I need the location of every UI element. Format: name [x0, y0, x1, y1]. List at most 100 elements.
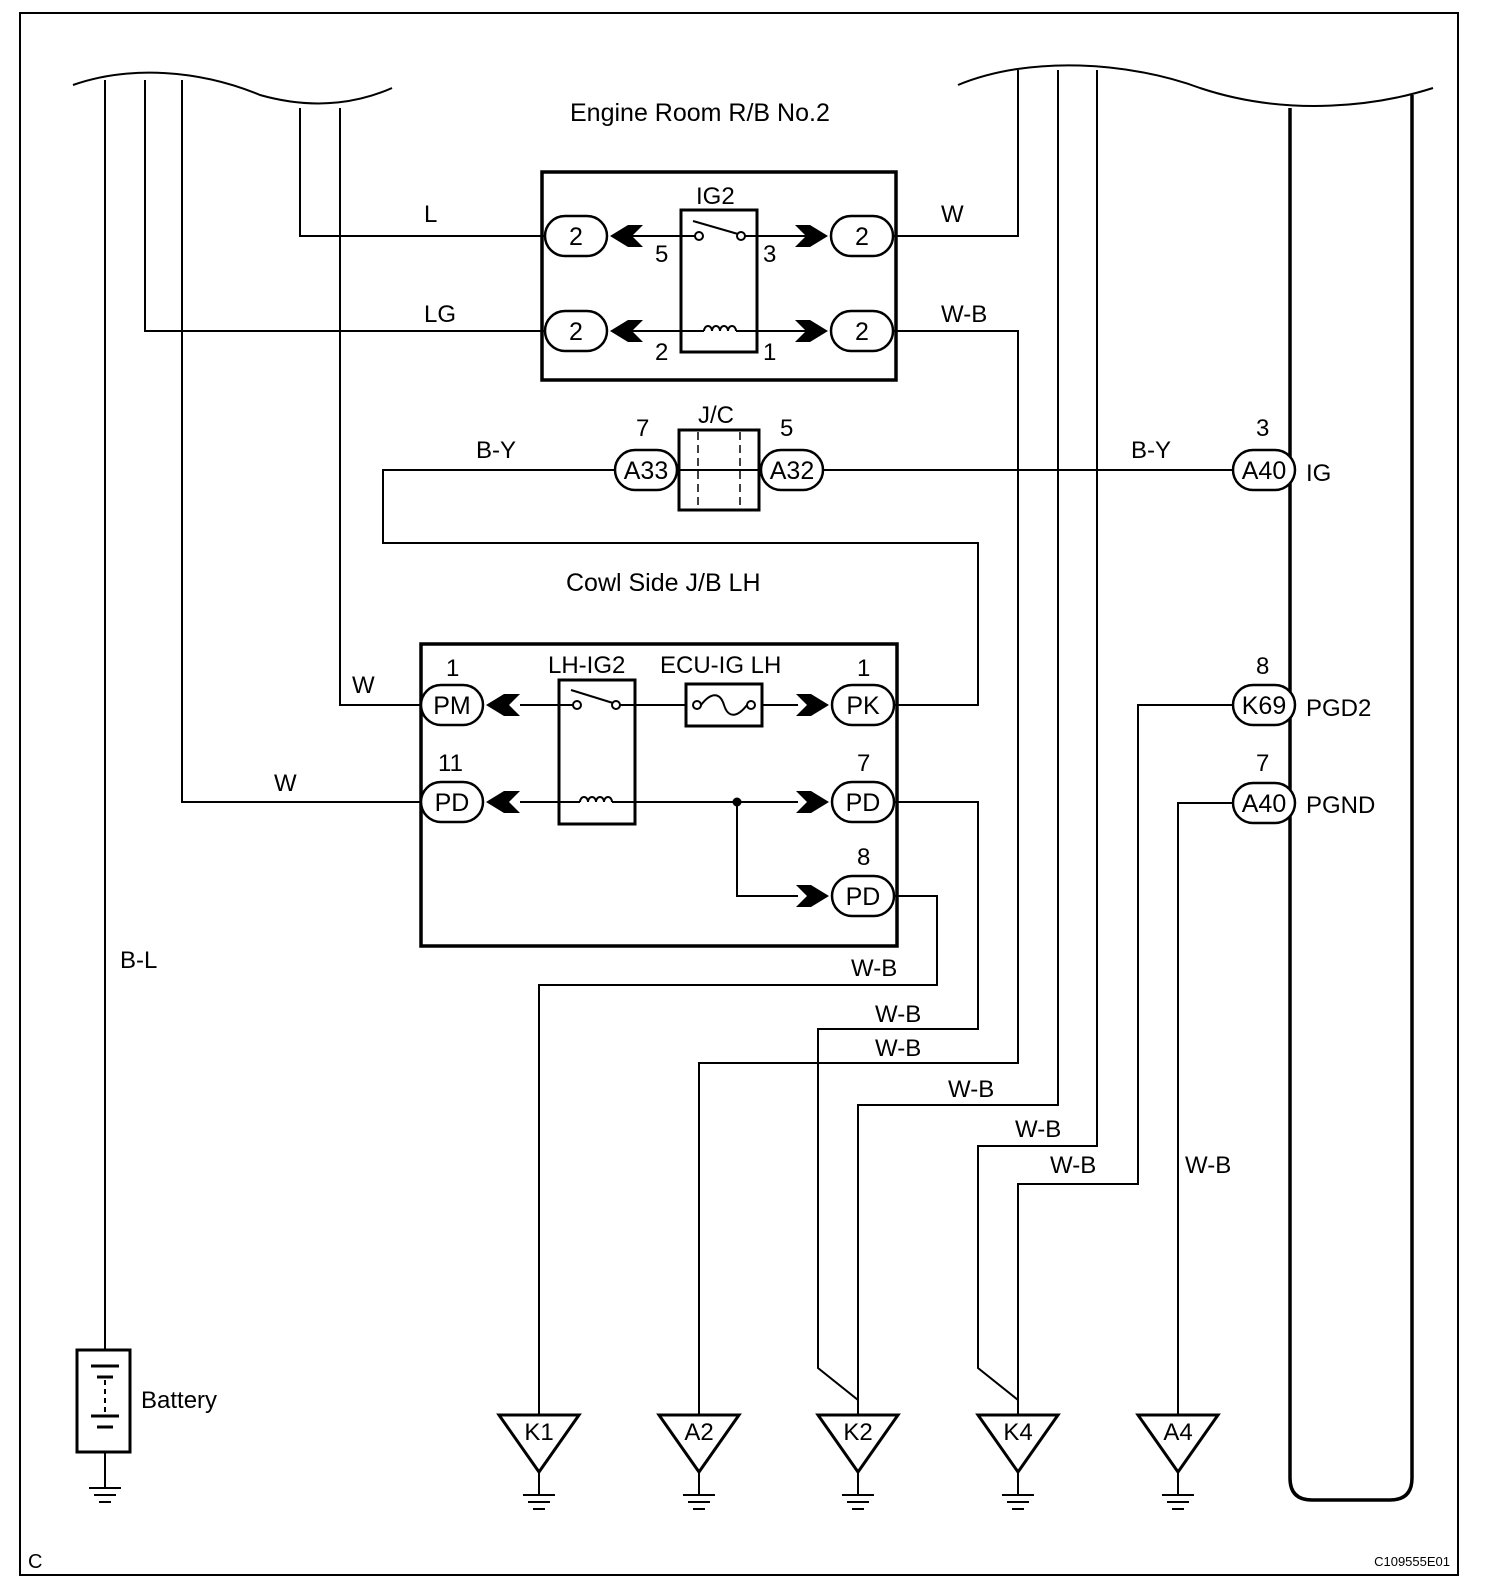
wire-label-w-ig2: W [941, 201, 964, 228]
connector-a40-pgnd-label: A40 [1242, 790, 1286, 818]
wire-wb-k4-a [977, 70, 1098, 1401]
ecu-terminal-pgnd: PGND [1306, 792, 1375, 819]
wire-label-wb-pd7: W-B [875, 1001, 921, 1028]
wire-label-wb-k4-a: W-B [1015, 1116, 1061, 1143]
fuse-icon [700, 694, 748, 716]
engine-room-rb-box [540, 170, 898, 382]
connector-k69-label: K69 [1242, 692, 1286, 720]
arrow-pd-7 [796, 791, 829, 813]
wire-label-bl: B-L [120, 947, 157, 974]
ground-point-k4: K4 [975, 1413, 1061, 1510]
ig2-pin-2: 2 [655, 339, 668, 366]
wire-wb-k2 [857, 70, 1059, 1415]
connector-pk-label: PK [846, 692, 880, 720]
ig2-relay-box [679, 208, 759, 354]
er-arrow-bottom-right [795, 320, 828, 342]
pin-pd-11: 11 [438, 750, 463, 777]
ecu-terminal-ig: IG [1306, 460, 1331, 487]
wire-label-wb-ig2-coil: W-B [875, 1035, 921, 1062]
lh-ig2-coil-icon [579, 796, 613, 803]
ground-label-a2: A2 [684, 1419, 713, 1446]
ground-point-a4: A4 [1135, 1413, 1221, 1510]
connector-a40-ig-label: A40 [1242, 457, 1286, 485]
wire-w-pd [181, 80, 421, 803]
ground-label-a4: A4 [1163, 1419, 1192, 1446]
connector-pd-11-label: PD [435, 789, 470, 817]
wire-wb-ig2-coil [698, 330, 1019, 1415]
lh-ig2-relay-label: LH-IG2 [548, 652, 625, 679]
corner-letter: C [28, 1551, 42, 1573]
battery-label: Battery [141, 1387, 217, 1414]
pin-k69-8: 8 [1256, 653, 1269, 680]
connector-k69 [1231, 683, 1297, 727]
cowl-side-jb-box [419, 642, 899, 948]
wire-label-lg: LG [424, 301, 456, 328]
ig2-pin-5: 5 [655, 241, 668, 268]
ig2-pin-3: 3 [763, 241, 776, 268]
arrow-pm [486, 694, 520, 716]
jc-label: J/C [698, 402, 734, 429]
arrow-pd-8 [796, 885, 829, 907]
battery-ground-icon [89, 1487, 121, 1503]
wire-lg [144, 80, 545, 332]
arrow-pd-11 [486, 791, 520, 813]
wire-label-wb-pd8: W-B [851, 955, 897, 982]
pin-pd-7: 7 [857, 750, 870, 777]
wire-wb-k4-b [1017, 704, 1233, 1415]
connector-a40-ig [1231, 448, 1297, 492]
ig2-coil-icon [703, 325, 737, 332]
connector-pm-label: PM [433, 692, 471, 720]
connector-a33-label: A33 [624, 457, 668, 485]
wire-label-wb-k2: W-B [948, 1076, 994, 1103]
pin-pm-1: 1 [446, 655, 459, 682]
wire-wb-pd8-k1 [538, 895, 938, 1415]
er-connector-2-top-left-label: 2 [569, 223, 583, 251]
ig2-contact-left [694, 231, 704, 241]
wire-label-w-pm: W [352, 672, 375, 699]
wire-label-w-pd: W [274, 770, 297, 797]
pin-pd-8: 8 [857, 844, 870, 871]
er-arrow-top-left [610, 225, 643, 247]
wire-label-l: L [424, 201, 437, 228]
ground-label-k4: K4 [1003, 1419, 1032, 1446]
battery-icon [91, 1364, 119, 1429]
ground-label-k2: K2 [843, 1419, 872, 1446]
wire-label-wb-ig2: W-B [941, 301, 987, 328]
arrow-pk [796, 694, 829, 716]
wire-wb-pd7-k2 [817, 801, 979, 1401]
pin-a40-3: 3 [1256, 415, 1269, 442]
wire-label-wb-k4-b: W-B [1050, 1152, 1096, 1179]
wire-label-wb-a4: W-B [1185, 1152, 1231, 1179]
ig2-pin-1: 1 [763, 339, 776, 366]
er-connector-2-bottom-left-label: 2 [569, 318, 583, 346]
engine-room-rb-label: Engine Room R/B No.2 [570, 99, 830, 127]
pin-pk-1: 1 [857, 655, 870, 682]
er-connector-2-top-right-label: 2 [855, 223, 869, 251]
battery-box [75, 1348, 132, 1454]
ground-point-a2: A2 [656, 1413, 742, 1510]
lh-ig2-relay-box [557, 678, 637, 826]
connector-pk [830, 683, 896, 727]
er-connector-2-bottom-right-label: 2 [855, 318, 869, 346]
diagram-frame [19, 12, 1459, 1576]
pin-a40-7: 7 [1256, 750, 1269, 777]
wire-l [299, 108, 545, 237]
lh-ig2-contact-right [611, 700, 621, 710]
pin-a33-7: 7 [636, 415, 649, 442]
er-arrow-top-right [795, 225, 828, 247]
cowl-side-jb-label: Cowl Side J/B LH [566, 569, 761, 597]
ground-label-k1: K1 [524, 1419, 553, 1446]
wire-label-by-right: B-Y [1131, 437, 1171, 464]
connector-a40-pgnd [1231, 781, 1297, 825]
ig2-switch-blade [692, 220, 739, 235]
connector-a32-label: A32 [770, 457, 814, 485]
lh-ig2-switch-blade [570, 689, 614, 704]
wire-w-ig2 [893, 70, 1019, 237]
ecu-ig-fuse-label: ECU-IG LH [660, 652, 781, 679]
ig2-relay-label: IG2 [696, 183, 735, 210]
ground-point-k2: K2 [815, 1413, 901, 1510]
wire-label-by-left: B-Y [476, 437, 516, 464]
connector-pd-8-label: PD [846, 883, 881, 911]
figure-id: C109555E01 [1374, 1554, 1450, 1569]
